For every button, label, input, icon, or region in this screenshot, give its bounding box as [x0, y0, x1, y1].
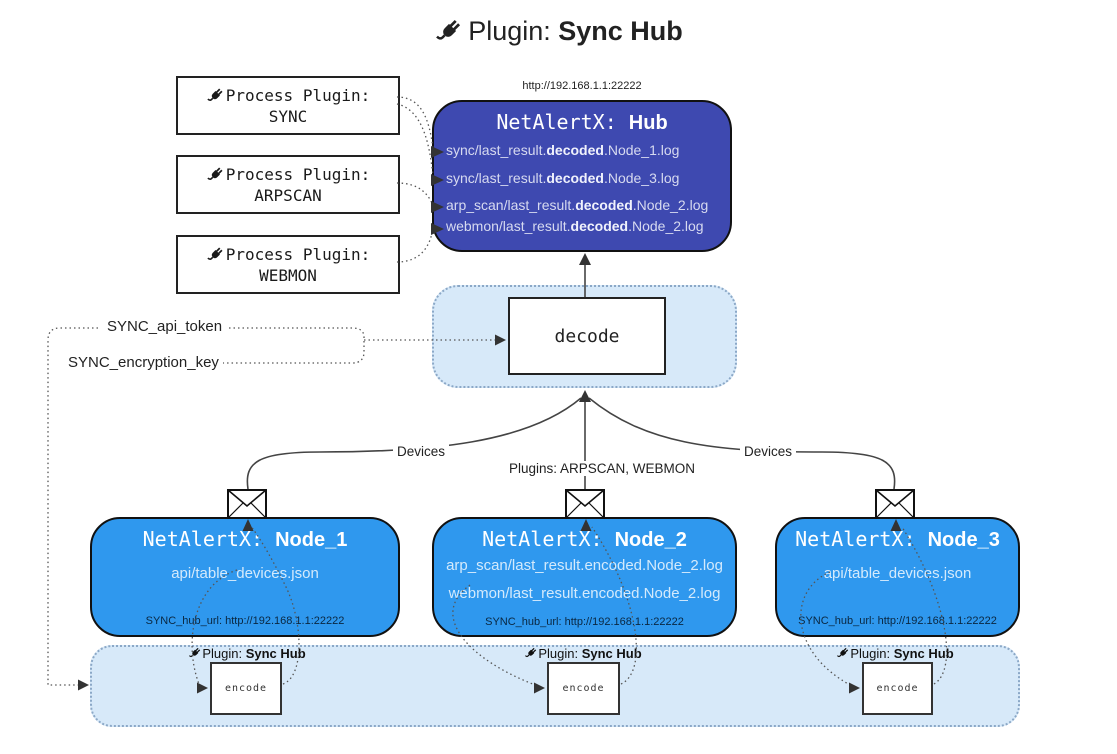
title-bold: Sync Hub: [558, 16, 683, 46]
hub-title-prefix: NetAlertX:: [496, 110, 629, 134]
plug-icon: [836, 646, 850, 660]
process-plugin-webmon-box: Process Plugin: WEBMON: [176, 235, 400, 294]
process-plugin-label: Process Plugin:: [225, 164, 371, 184]
hub-title: NetAlertX: Hub: [432, 110, 732, 135]
plug-icon: [206, 86, 225, 105]
plug-icon: [434, 16, 464, 46]
node2-line: webmon/last_result.encoded.Node_2.log: [448, 585, 721, 602]
node2-hub-url: SYNC_hub_url: http://192.168.1.1:22222: [485, 616, 684, 628]
page-title: Plugin: Sync Hub: [0, 16, 1117, 47]
band-plugin-label: Plugin: Sync Hub: [483, 646, 683, 661]
plugins-mid-label: Plugins: ARPSCAN, WEBMON: [505, 461, 700, 476]
envelope-icon: [227, 489, 267, 519]
hub-log-line: sync/last_result.decoded.Node_3.log: [446, 170, 680, 186]
node3-hub-url: SYNC_hub_url: http://192.168.1.1:22222: [798, 615, 997, 627]
encode-box-node3: encode: [862, 662, 933, 715]
process-plugin-name: WEBMON: [259, 265, 317, 285]
hub-log-line: sync/last_result.decoded.Node_1.log: [446, 142, 680, 158]
node3-line: api/table_devices.json: [823, 565, 972, 582]
devices-right-label: Devices: [740, 444, 797, 459]
decode-label: decode: [554, 325, 620, 347]
hub-log-line: arp_scan/last_result.decoded.Node_2.log: [446, 197, 709, 213]
node1-title: NetAlertX: Node_1: [142, 527, 348, 551]
sync-encryption-key-label: SYNC_encryption_key: [64, 354, 223, 371]
sync-api-token-label: SYNC_api_token: [103, 318, 227, 335]
process-plugin-sync-box: Process Plugin: SYNC: [176, 76, 400, 135]
encode-box-node2: encode: [547, 662, 620, 715]
plug-icon: [524, 646, 538, 660]
hub-title-bold: Hub: [628, 112, 668, 134]
plug-icon: [188, 646, 202, 660]
node1-hub-url: SYNC_hub_url: http://192.168.1.1:22222: [145, 615, 345, 627]
process-plugin-label: Process Plugin:: [225, 85, 371, 105]
encode-box-node1: encode: [210, 662, 282, 715]
plug-icon: [206, 165, 225, 184]
plug-icon: [206, 245, 225, 264]
envelope-icon: [875, 489, 915, 519]
process-plugin-arpscan-box: Process Plugin: ARPSCAN: [176, 155, 400, 214]
node2-title: NetAlertX: Node_2: [482, 527, 687, 551]
band-plugin-label: Plugin: Sync Hub: [147, 646, 347, 661]
process-plugin-label: Process Plugin:: [225, 244, 371, 264]
envelope-icon: [565, 489, 605, 519]
hub-log-line: webmon/last_result.decoded.Node_2.log: [446, 218, 704, 234]
hub-url-label: http://192.168.1.1:22222: [522, 80, 642, 92]
node3-title: NetAlertX: Node_3: [795, 527, 1000, 551]
hub-box: [432, 100, 732, 252]
node2-line: arp_scan/last_result.encoded.Node_2.log: [446, 557, 723, 574]
decode-box: decode: [508, 297, 666, 375]
title-prefix: Plugin:: [468, 16, 551, 46]
process-plugin-name: ARPSCAN: [254, 185, 322, 205]
band-plugin-label: Plugin: Sync Hub: [795, 646, 995, 661]
node1-box: [90, 517, 400, 637]
process-plugin-name: SYNC: [268, 106, 308, 126]
devices-left-label: Devices: [393, 444, 450, 459]
node1-line: api/table_devices.json: [171, 565, 319, 582]
